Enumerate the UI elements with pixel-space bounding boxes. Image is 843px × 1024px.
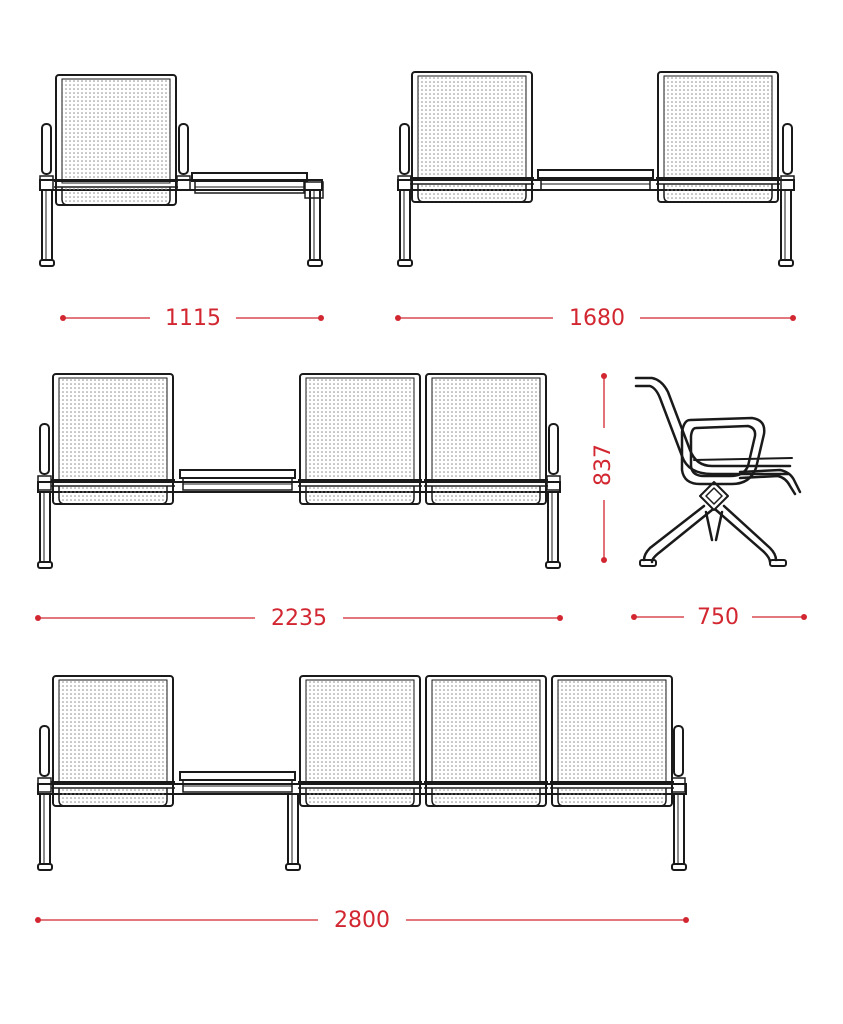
dimension-label-2800: 2800 xyxy=(334,908,390,933)
bench-1-seat-table xyxy=(39,74,324,267)
dimension-label-1115: 1115 xyxy=(165,306,221,331)
bench-4-seat-table xyxy=(37,675,687,871)
bench-2-seat-table xyxy=(397,71,795,267)
dimension-label-837: 837 xyxy=(591,444,616,486)
bench-3-seat-table xyxy=(37,373,561,569)
dimension-line-1115 xyxy=(60,315,324,321)
dimension-line-750 xyxy=(631,614,807,620)
chair-side-view xyxy=(634,376,802,567)
dimension-label-750: 750 xyxy=(697,605,739,630)
dimension-line-2800 xyxy=(35,917,689,923)
dimension-line-837 xyxy=(601,373,607,563)
dimension-line-1680 xyxy=(395,315,796,321)
dimension-line-2235 xyxy=(35,615,563,621)
dimension-label-2235: 2235 xyxy=(271,606,327,631)
dimension-label-1680: 1680 xyxy=(569,306,625,331)
